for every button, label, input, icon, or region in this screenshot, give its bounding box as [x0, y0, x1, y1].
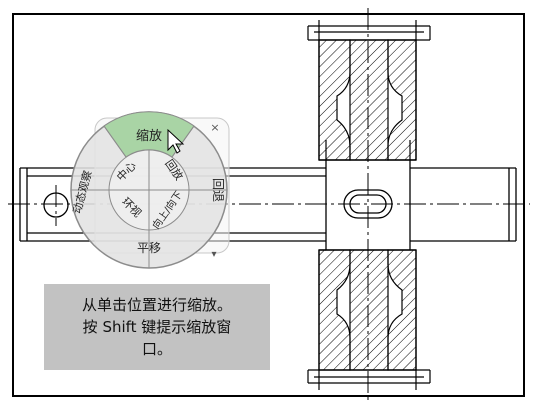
- zoom-label: 缩放: [136, 128, 162, 144]
- caption-line-2: 按 Shift 键提示缩放窗: [82, 318, 232, 336]
- mouse-cursor-icon: [167, 128, 185, 154]
- wheel-dividers: [71, 125, 227, 268]
- gear-top: [307, 20, 431, 161]
- tooltip-caption: 从单击位置进行缩放。 按 Shift 键提示缩放窗 口。: [44, 284, 270, 370]
- inner-dividers: [109, 150, 189, 230]
- close-icon[interactable]: ×: [210, 121, 219, 134]
- caption-line-1: 从单击位置进行缩放。: [81, 296, 232, 314]
- drawing-border: [12, 13, 525, 397]
- caption-line-3: 口。: [141, 340, 172, 358]
- menu-icon[interactable]: ▾: [211, 249, 216, 260]
- pan-label: 平移: [137, 241, 161, 255]
- back-label[interactable]: 回退: [211, 178, 225, 202]
